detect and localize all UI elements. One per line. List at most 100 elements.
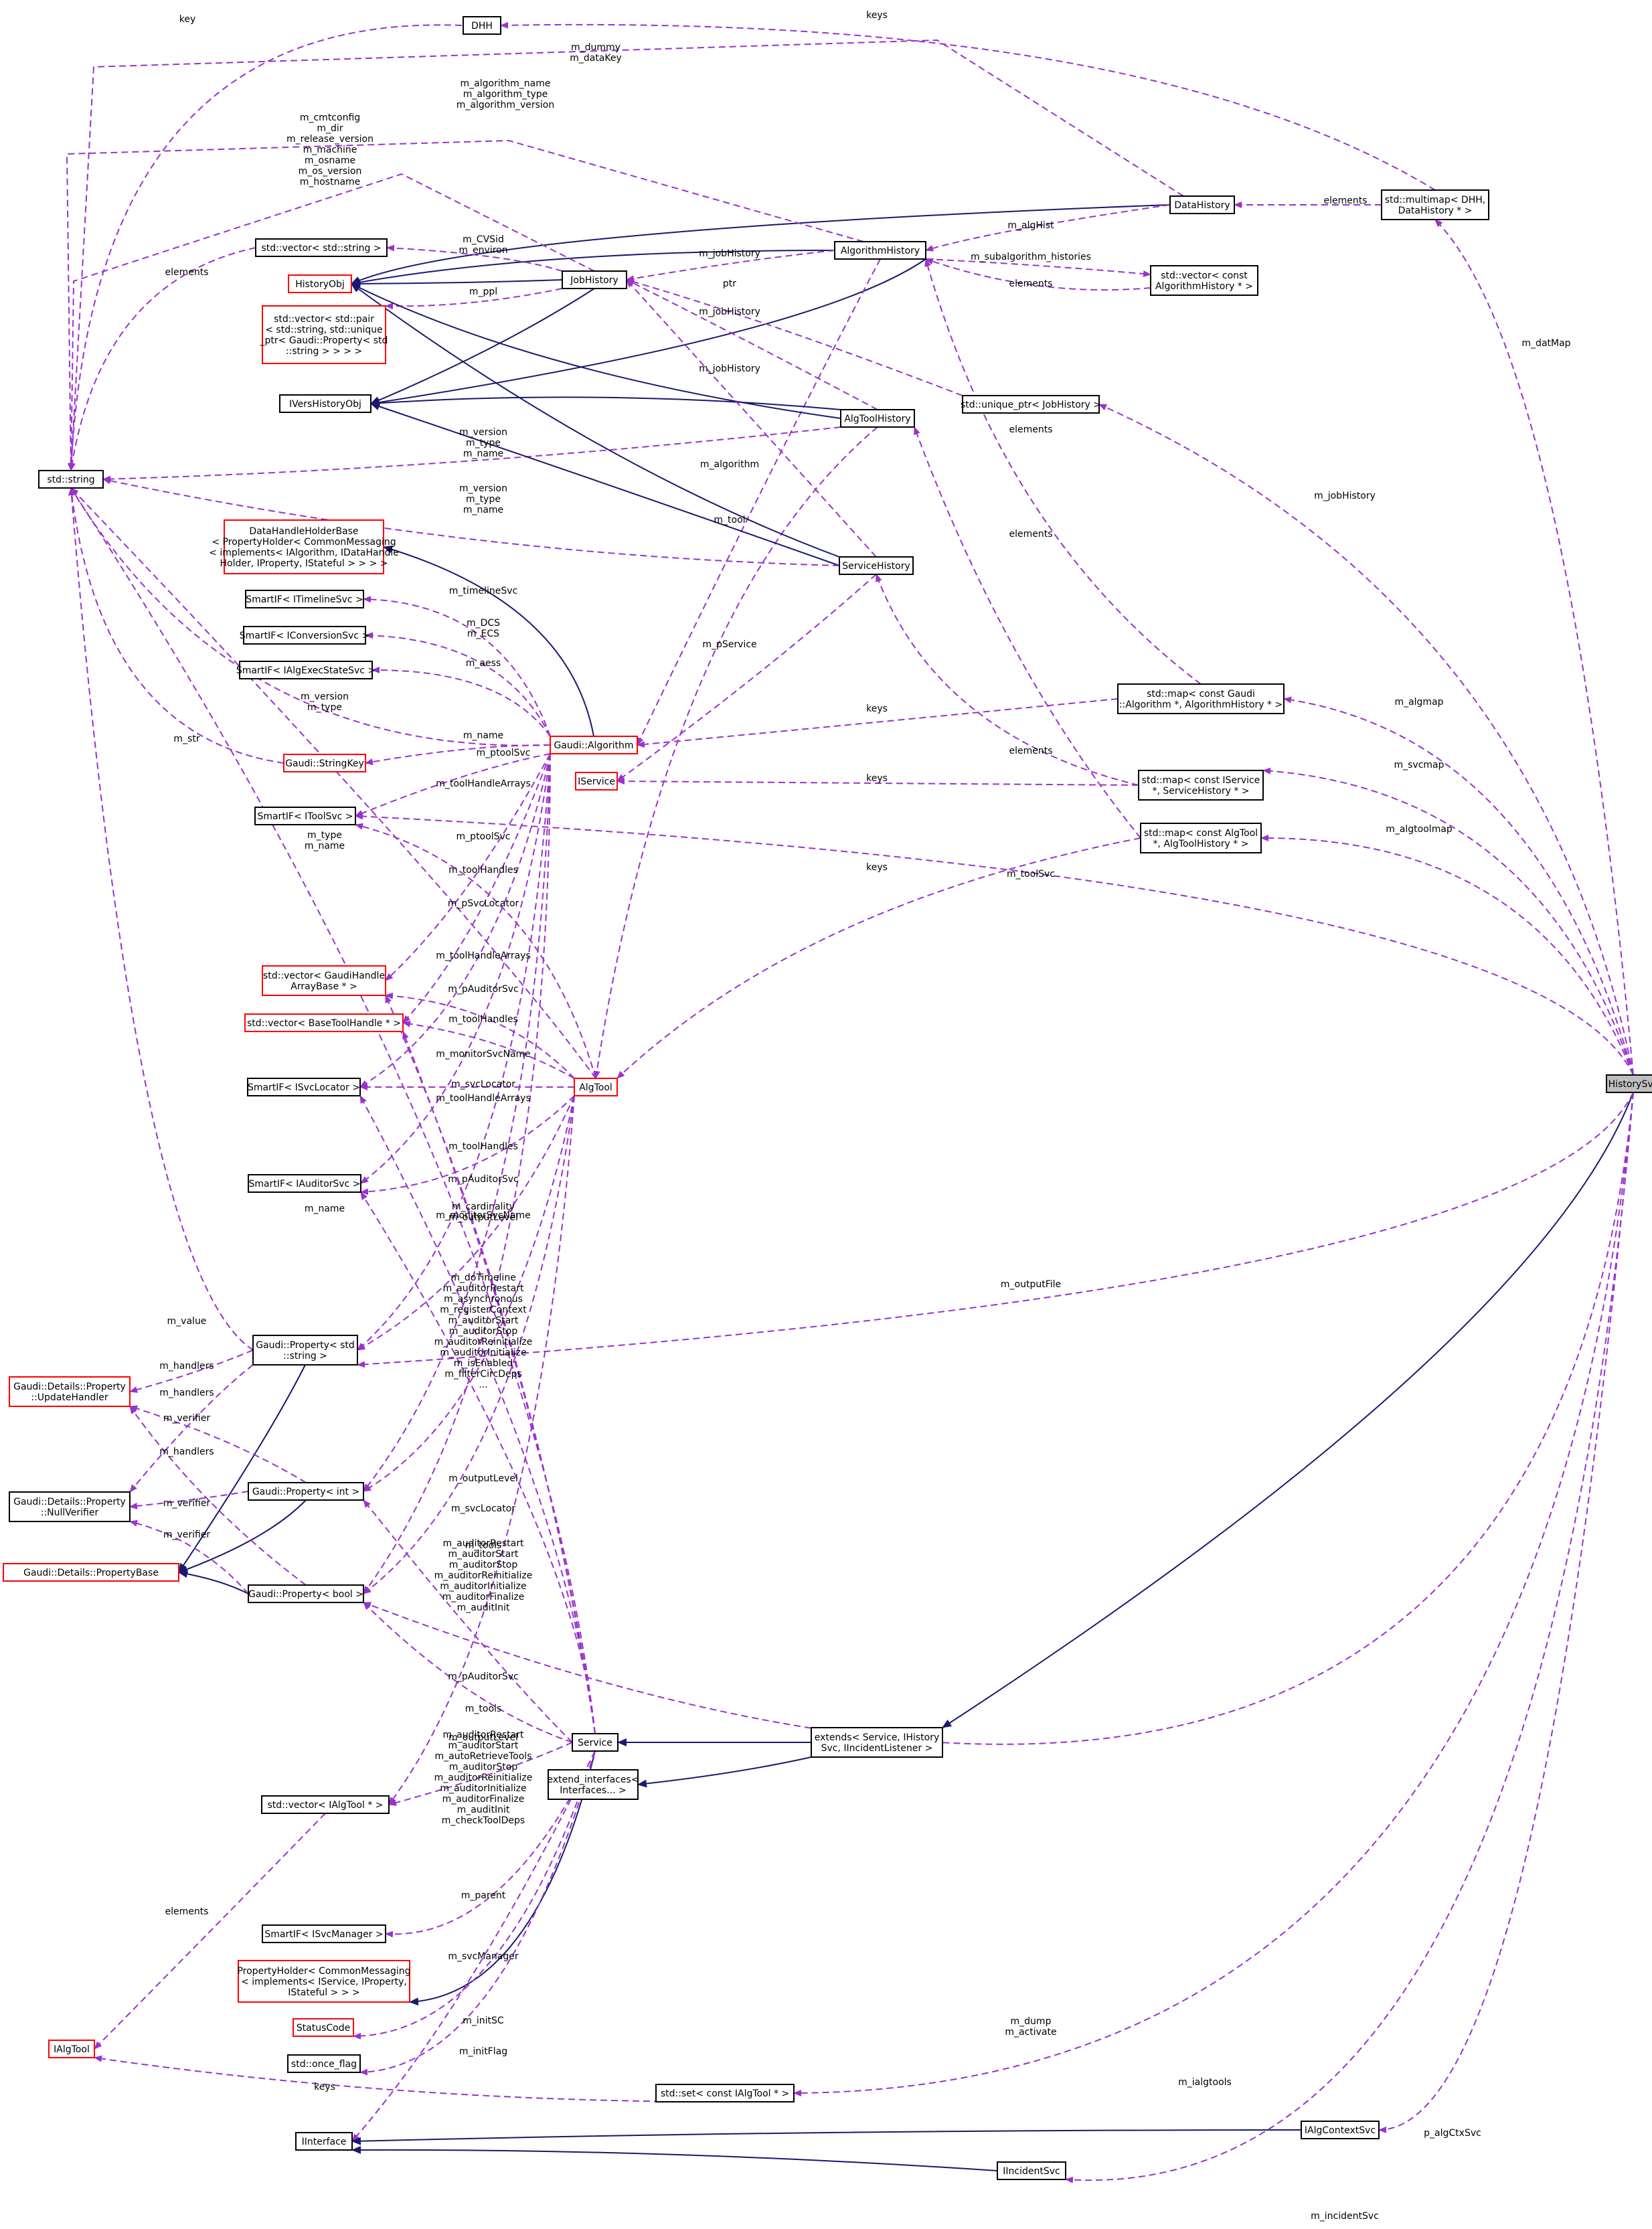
edge-label-line: m_cardinality xyxy=(452,1202,515,1212)
edge-label-line: m_isEnabled xyxy=(454,1358,513,1369)
node-multimap[interactable]: std::multimap< DHH,DataHistory * > xyxy=(1381,189,1489,220)
node-iauditorsvc[interactable]: SmartIF< IAuditorSvc > xyxy=(248,1174,361,1193)
edge-label-line: m_algorithm_version xyxy=(457,100,554,110)
edge-propbool-to-nullverifier xyxy=(129,1519,249,1594)
node-label: Gaudi::Details::Property xyxy=(13,1497,126,1507)
edge-label-line: keys xyxy=(866,10,888,21)
node-isvcmanager[interactable]: SmartIF< ISvcManager > xyxy=(262,1924,386,1943)
node-algexecstatesvc[interactable]: SmartIF< IAlgExecStateSvc > xyxy=(236,661,376,679)
node-iservice[interactable]: IService xyxy=(575,772,618,791)
edge-label-algtool-to-vecbasetool: m_toolHandles xyxy=(448,1014,518,1025)
node-historyobj[interactable]: HistoryObj xyxy=(288,274,352,293)
edge-label-line: m_auditorInitialize xyxy=(440,1581,526,1592)
edge-label-line: m_auditorRestart xyxy=(443,1283,525,1294)
node-ialgtool[interactable]: IAlgTool xyxy=(48,2040,95,2058)
node-dhh[interactable]: DHH xyxy=(463,16,501,35)
node-vecbasetool[interactable]: std::vector< BaseToolHandle * > xyxy=(244,1013,404,1032)
node-mapiservice[interactable]: std::map< const IService*, ServiceHistor… xyxy=(1138,770,1264,801)
edge-line xyxy=(371,666,551,737)
edge-label-line: key xyxy=(179,14,196,25)
edge-line xyxy=(616,778,1139,786)
edge-label-line: m_CVSid xyxy=(463,234,504,245)
node-uniqueptr[interactable]: std::unique_ptr< JobHistory > xyxy=(961,395,1101,414)
node-setialgtool[interactable]: std::set< const IAlgTool * > xyxy=(655,2084,795,2102)
edge-algtool-to-itoolsvc xyxy=(355,823,596,1079)
edge-label-jobhistory-to-vecpair: m_ppl xyxy=(469,286,497,297)
node-nullverifier[interactable]: Gaudi::Details::Property::NullVerifier xyxy=(9,1491,131,1522)
node-timelinesvc[interactable]: SmartIF< ITimelineSvc > xyxy=(245,590,364,608)
edge-line xyxy=(388,1095,575,1805)
node-propstring[interactable]: Gaudi::Property< std::string > xyxy=(252,1335,358,1366)
node-vecstring[interactable]: std::vector< std::string > xyxy=(255,238,388,257)
edge-label-historysvc-to-ialgcontextsvc: p_algCtxSvc xyxy=(1424,2128,1481,2139)
node-itoolsvc[interactable]: SmartIF< IToolSvc > xyxy=(254,807,356,825)
node-mapalgtool[interactable]: std::map< const AlgTool*, AlgToolHistory… xyxy=(1140,823,1262,853)
edge-line xyxy=(363,1499,573,1743)
node-servicehistory[interactable]: ServiceHistory xyxy=(839,556,914,575)
node-datahandleholder[interactable]: DataHandleHolderBase< PropertyHolder< Co… xyxy=(209,519,399,574)
edge-line xyxy=(616,837,1141,1079)
edge-label-line: m_value xyxy=(167,1316,207,1327)
edge-line xyxy=(359,1750,596,2076)
node-updatehandler[interactable]: Gaudi::Details::Property::UpdateHandler xyxy=(9,1376,131,1407)
node-label: std::vector< IAlgTool * > xyxy=(268,1800,384,1811)
node-extendinterfaces[interactable]: extend_interfaces<Interfaces... > xyxy=(548,1769,639,1800)
node-isvclocator[interactable]: SmartIF< ISvcLocator > xyxy=(247,1078,361,1096)
node-vecialgtool[interactable]: std::vector< IAlgTool * > xyxy=(261,1795,390,1814)
node-jobhistory[interactable]: JobHistory xyxy=(562,270,627,289)
node-propbool[interactable]: Gaudi::Property< bool > xyxy=(248,1584,364,1603)
node-vecpair[interactable]: std::vector< std::pair< std::string, std… xyxy=(260,305,388,364)
node-iversionhistobj[interactable]: IVersHistoryObj xyxy=(279,394,371,413)
node-propertybase[interactable]: Gaudi::Details::PropertyBase xyxy=(3,1563,179,1582)
node-label: DataHistory xyxy=(1174,200,1230,211)
edge-label-line: m_incidentSvc xyxy=(1311,2211,1379,2222)
node-box xyxy=(548,1769,639,1800)
node-datahistory[interactable]: DataHistory xyxy=(1169,195,1235,214)
edge-label-line: m_auditorStart xyxy=(448,1740,519,1751)
edge-label-algorithmhistory-to-gaudialgorithm: m_algorithm xyxy=(700,459,759,470)
node-stringkey[interactable]: Gaudi::StringKey xyxy=(283,754,366,772)
node-box xyxy=(1169,195,1235,214)
edge-label-line: m_name xyxy=(305,841,345,851)
node-iinterface[interactable]: IInterface xyxy=(295,2132,353,2151)
node-propint[interactable]: Gaudi::Property< int > xyxy=(248,1482,364,1501)
node-algtoolhistory[interactable]: AlgToolHistory xyxy=(840,409,915,428)
node-label: IAlgContextSvc xyxy=(1305,2125,1376,2136)
node-gaudialgorithm[interactable]: Gaudi::Algorithm xyxy=(550,736,638,754)
edge-label-line: m_initSC xyxy=(463,2015,504,2026)
node-iincidentsvc[interactable]: IIncidentSvc xyxy=(997,2161,1066,2180)
edge-label-line: m_svcLocator xyxy=(451,1503,515,1514)
node-statuscode[interactable]: StatusCode xyxy=(293,2018,354,2037)
edge-line xyxy=(357,1092,1634,1368)
edge-line xyxy=(129,1519,249,1594)
edge-historysvc-to-ialgcontextsvc xyxy=(1378,1092,1634,2133)
node-onceflag[interactable]: std::once_flag xyxy=(287,2054,361,2073)
edge-servicehistory-to-iservice xyxy=(616,574,877,782)
node-ialgcontextsvc[interactable]: IAlgContextSvc xyxy=(1301,2121,1380,2139)
edge-label-line: m_autoRetrieveTools xyxy=(435,1751,532,1762)
node-algorithmhistory[interactable]: AlgorithmHistory xyxy=(834,241,926,260)
edge-label-line: m_auditorReinitialize xyxy=(434,1772,533,1783)
edge-gaudialgorithm-to-datahandleholder xyxy=(383,545,594,737)
edge-label-line: elements xyxy=(1009,424,1052,435)
edge-label-service-to-propint: m_outputLevel xyxy=(448,1732,518,1743)
node-service[interactable]: Service xyxy=(572,1733,618,1752)
node-box xyxy=(255,238,388,257)
node-stdstring[interactable]: std::string xyxy=(38,470,104,489)
node-algtool[interactable]: AlgTool xyxy=(574,1078,618,1096)
node-mapalgorithm[interactable]: std::map< const Gaudi::Algorithm *, Algo… xyxy=(1117,683,1285,714)
edge-historysvc-to-uniqueptr xyxy=(1098,404,1634,1076)
edge-label-service-to-iinterface: m_parent xyxy=(461,1890,506,1901)
node-propertyholder[interactable]: PropertyHolder< CommonMessaging< impleme… xyxy=(237,1960,411,2003)
edge-label-line: m_auditorRestart xyxy=(443,1730,525,1740)
edge-line xyxy=(68,247,256,471)
edge-line xyxy=(360,1095,575,1195)
edge-algorithmhistory-to-gaudialgorithm xyxy=(637,258,881,746)
node-conversionsvc[interactable]: SmartIF< IConversionSvc > xyxy=(240,626,369,645)
